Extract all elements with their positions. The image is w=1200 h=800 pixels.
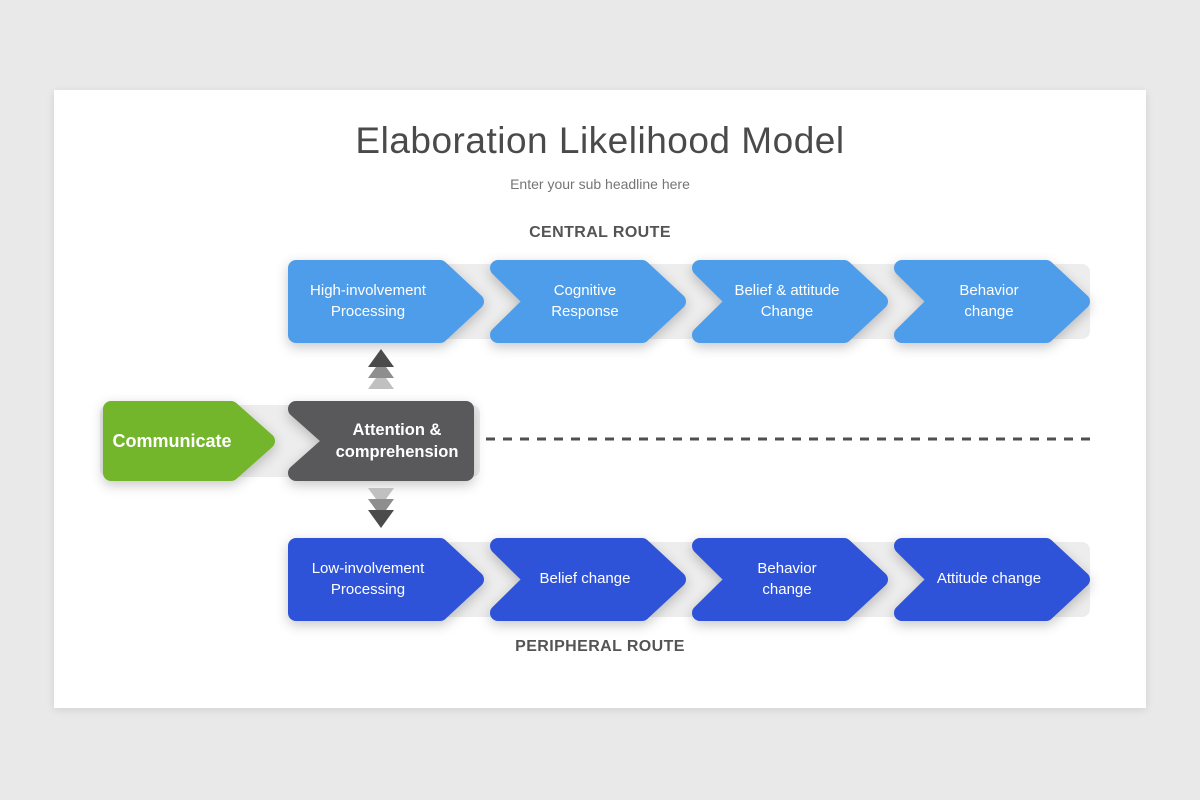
chevron-arrow-icon	[894, 260, 1090, 343]
chevron-arrow-icon	[692, 260, 888, 343]
central-route-label: CENTRAL ROUTE	[529, 224, 671, 241]
peripheral-step-1-label: Low-involvement Processing	[311, 560, 425, 598]
chevron-arrow-icon	[894, 538, 1090, 621]
notched-box-icon	[288, 401, 474, 481]
fading-up-arrow-icon	[368, 349, 394, 389]
peripheral-step-2-label: Belief change	[539, 570, 631, 588]
attention-comprehension-label: Attention & comprehension	[335, 420, 459, 461]
peripheral-step-3-label: Behavior change	[757, 560, 817, 598]
peripheral-step-2-arrow: Belief change	[490, 538, 686, 621]
central-step-2-label: Cognitive Response	[551, 282, 619, 320]
communicate-arrow: Communicate	[103, 401, 275, 481]
slide-subtitle: Enter your sub headline here	[510, 176, 690, 192]
peripheral-step-4-arrow: Attitude change	[894, 538, 1090, 621]
peripheral-step-3-arrow: Behavior change	[692, 538, 888, 621]
central-step-4-arrow: Behavior change	[894, 260, 1090, 343]
fading-down-arrow-icon	[368, 488, 394, 528]
chevron-arrow-icon	[490, 260, 686, 343]
chevron-arrow-icon	[103, 401, 275, 481]
central-step-3-label: Belief & attitude Change	[734, 282, 840, 320]
chevron-arrow-icon	[490, 538, 686, 621]
peripheral-step-1-arrow: Low-involvement Processing	[288, 538, 484, 621]
dashed-divider-line	[486, 437, 1090, 441]
chevron-arrow-icon	[692, 538, 888, 621]
central-step-1-arrow: High-involvement Processing	[288, 260, 484, 343]
attention-comprehension-box: Attention & comprehension	[288, 401, 474, 481]
central-step-1-label: High-involvement Processing	[310, 282, 426, 320]
slide-canvas: Elaboration Likelihood Model Enter your …	[54, 90, 1146, 708]
chevron-arrow-icon	[288, 260, 484, 343]
slide-title: Elaboration Likelihood Model	[355, 120, 845, 161]
communicate-label: Communicate	[112, 430, 232, 451]
central-step-2-arrow: Cognitive Response	[490, 260, 686, 343]
central-step-4-label: Behavior change	[959, 282, 1019, 320]
peripheral-step-4-label: Attitude change	[936, 570, 1042, 588]
chevron-arrow-icon	[288, 538, 484, 621]
peripheral-route-label: PERIPHERAL ROUTE	[515, 638, 685, 655]
central-step-3-arrow: Belief & attitude Change	[692, 260, 888, 343]
